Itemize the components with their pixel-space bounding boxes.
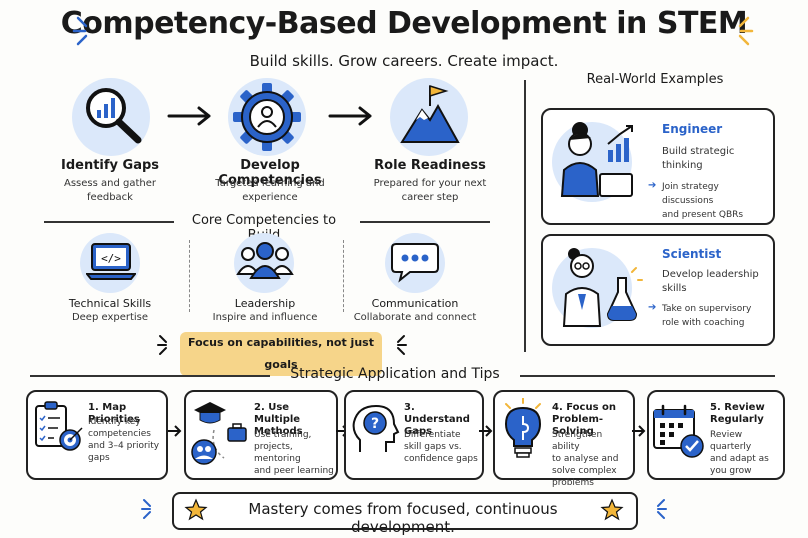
- core-item-2-desc: Inspire and influence: [212, 312, 318, 323]
- arrow-right-icon: [328, 106, 372, 126]
- engineer-laptop-icon: [560, 122, 633, 197]
- laptop-code-icon: </>: [86, 243, 136, 280]
- strategy-title: Strategic Application and Tips: [290, 366, 500, 382]
- footer-text: Mastery comes from focused, continuous d…: [248, 500, 558, 536]
- core-item-1-title: Technical Skills: [68, 297, 152, 310]
- core-callout: Focus on capabilities, not just goals: [180, 332, 382, 376]
- example-2-role: Scientist: [662, 247, 722, 261]
- methods-icon: [191, 402, 247, 465]
- core-item-3-desc: Collaborate and connect: [353, 312, 477, 323]
- arrow-right-icon: [479, 425, 493, 437]
- core-item-2-title: Leadership: [234, 297, 296, 310]
- checklist-target-icon: [35, 401, 83, 451]
- sparkle-right-icon: [397, 335, 407, 355]
- arrow-bullet-icon: ➔: [648, 302, 657, 313]
- mountain-flag-icon: [400, 84, 460, 143]
- scientist-flask-icon: [562, 248, 643, 327]
- arrow-right-icon: [632, 425, 646, 437]
- gear-person-icon: [233, 83, 301, 151]
- page-title: Competency-Based Development in STEM: [60, 6, 748, 41]
- step-1-title: Identify Gaps: [60, 158, 160, 173]
- core-item-3-title: Communication: [371, 297, 459, 310]
- lightbulb-puzzle-icon: [504, 398, 542, 458]
- arrow-bullet-icon: ➔: [648, 180, 657, 191]
- svg-text:</>: </>: [101, 252, 121, 265]
- examples-title: Real-World Examples: [586, 72, 724, 87]
- star-icon: [184, 498, 208, 521]
- footer-banner: [172, 492, 638, 530]
- sparkle-left-icon: [141, 499, 151, 519]
- example-1-role: Engineer: [662, 122, 723, 136]
- sparkle-left-icon: [157, 335, 167, 355]
- people-group-icon: [236, 242, 294, 279]
- speech-bubble-icon: [391, 243, 439, 283]
- star-icon: [600, 498, 624, 521]
- tip-1-title: 1. Map Priorities: [88, 402, 140, 425]
- head-question-icon: ?: [352, 404, 400, 452]
- arrow-right-icon: [167, 106, 211, 126]
- arrow-right-icon: [168, 425, 182, 437]
- step-2-title: Develop Competencies: [218, 158, 322, 188]
- svg-text:?: ?: [371, 416, 379, 432]
- magnifier-chart-icon: [86, 88, 142, 144]
- calendar-check-icon: [653, 404, 704, 458]
- sparkle-right-icon: [738, 16, 754, 46]
- step-3-title: Role Readiness: [374, 158, 486, 173]
- sparkle-left-icon: [72, 16, 88, 46]
- core-item-1-desc: Deep expertise: [71, 312, 149, 323]
- page-subtitle: Build skills. Grow careers. Create impac…: [249, 52, 559, 70]
- sparkle-right-icon: [657, 499, 667, 519]
